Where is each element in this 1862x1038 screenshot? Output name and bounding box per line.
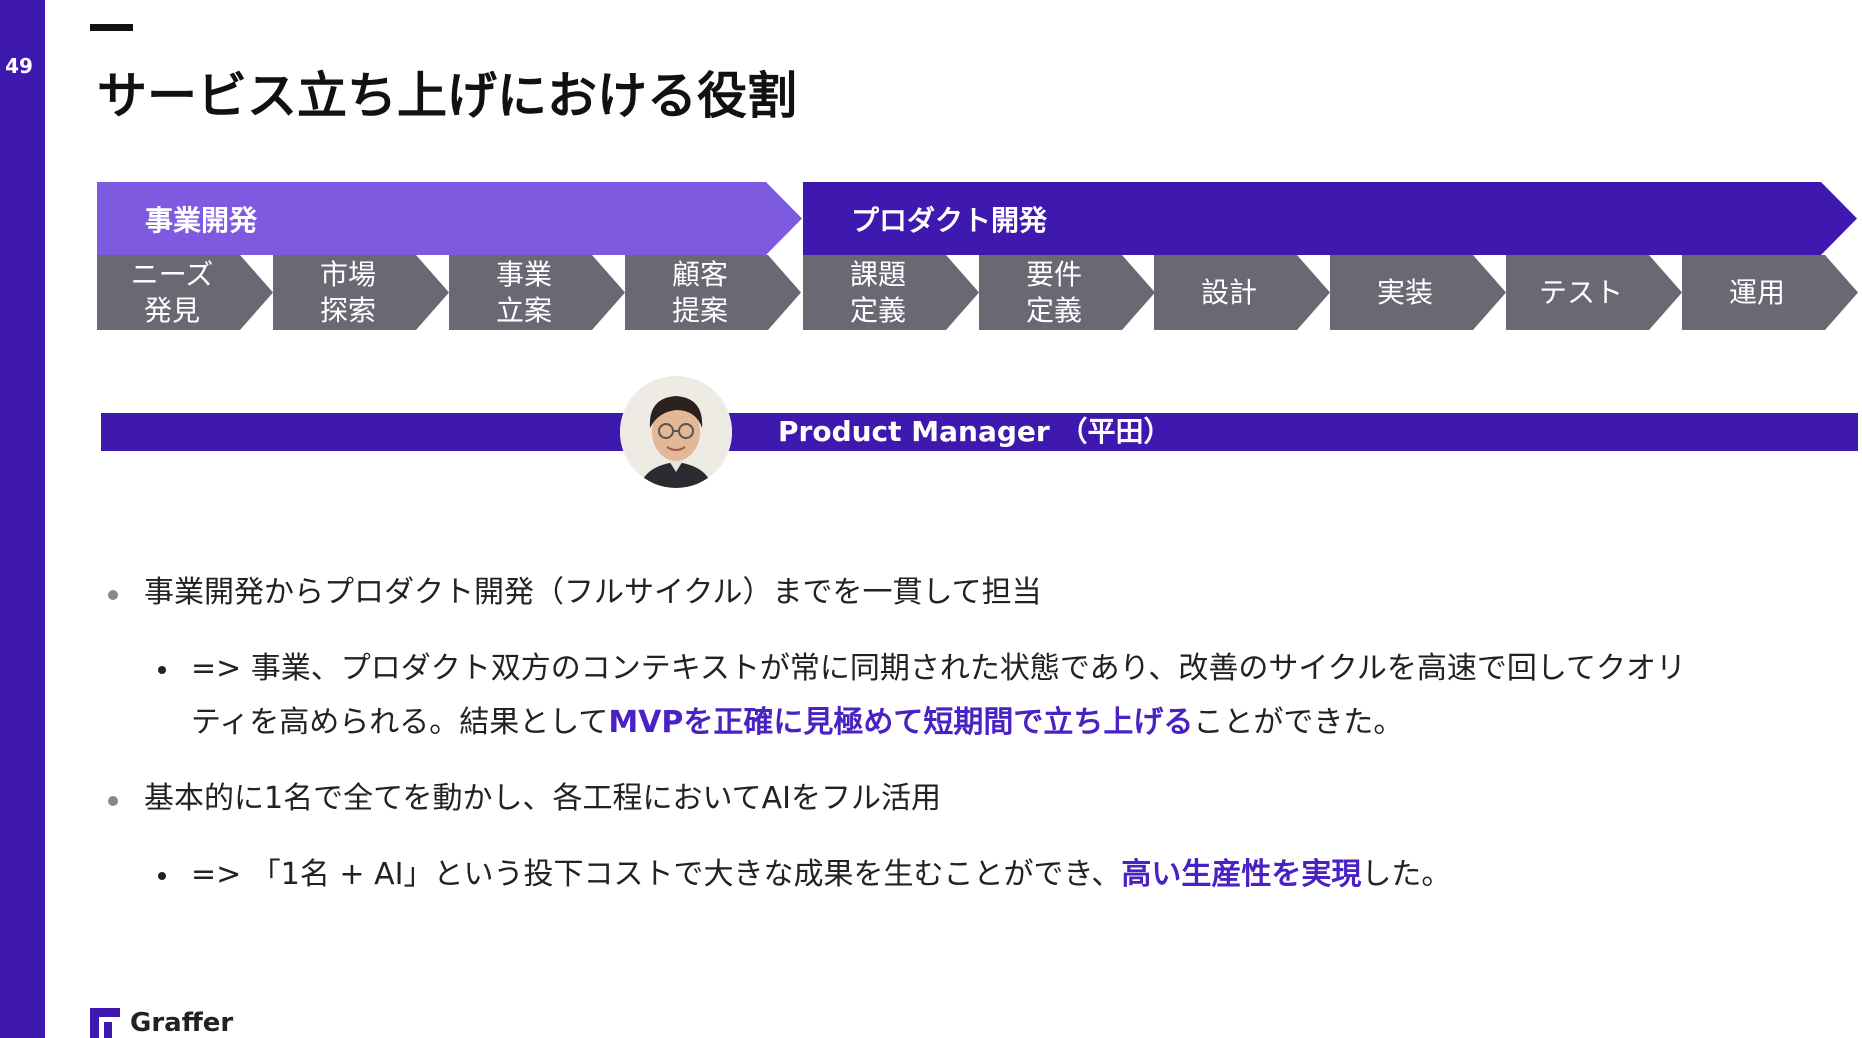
avatar	[620, 376, 732, 488]
sub-bullet-text: した。	[1361, 857, 1452, 892]
sub-bullet-text: => 「1名 + AI」という投下コストで大きな成果を生むことができ、	[191, 857, 1122, 892]
step: 市場 探索	[273, 255, 449, 330]
logo-text: Graffer	[130, 1008, 234, 1038]
step: 設計	[1154, 255, 1330, 330]
step: 実装	[1330, 255, 1506, 330]
phase-label: プロダクト開発	[851, 203, 1048, 237]
step: 顧客 提案	[625, 255, 801, 330]
role-bar	[101, 413, 1858, 451]
graffer-logo-icon	[90, 1008, 120, 1038]
phase-label: 事業開発	[145, 203, 258, 237]
step: 課題 定義	[803, 255, 979, 330]
step: 事業 立案	[449, 255, 625, 330]
graffer-logo: Graffer	[90, 1008, 233, 1038]
highlight-text: 高い生産性を実現	[1121, 857, 1362, 892]
step: ニーズ 発見	[97, 255, 273, 330]
bullet-list: 事業開発からプロダクト開発（フルサイクル）までを一貫して担当 => 事業、プロダ…	[104, 566, 1804, 924]
person-photo-icon	[620, 376, 732, 488]
bullet-item: 基本的に1名で全てを動かし、各工程においてAIをフル活用	[104, 772, 1804, 826]
sub-bullet-text: => 事業、プロダクト双方のコンテキストが常に同期された状態であり、改善のサイク…	[191, 651, 1687, 740]
title-accent-dash	[90, 24, 133, 31]
bullet-item: 事業開発からプロダクト開発（フルサイクル）までを一貫して担当	[104, 566, 1804, 620]
role-label: Product Manager （平田）	[778, 415, 1172, 448]
step: テスト	[1506, 255, 1682, 330]
step: 要件 定義	[979, 255, 1155, 330]
sub-bullet-text: ことができた。	[1193, 705, 1404, 740]
phase-product-development: プロダクト開発	[803, 182, 1857, 255]
page-number: 49	[5, 54, 33, 78]
sub-bullet-item: => 事業、プロダクト双方のコンテキストが常に同期された状態であり、改善のサイク…	[154, 642, 1714, 750]
sub-bullet-item: => 「1名 + AI」という投下コストで大きな成果を生むことができ、高い生産性…	[154, 848, 1714, 902]
phase-business-development: 事業開発	[97, 182, 802, 255]
highlight-text: MVPを正確に見極めて短期間で立ち上げる	[608, 705, 1194, 740]
step: 運用	[1682, 255, 1858, 330]
sidebar-accent	[0, 0, 45, 1038]
page-title: サービス立ち上げにおける役割	[97, 67, 797, 125]
